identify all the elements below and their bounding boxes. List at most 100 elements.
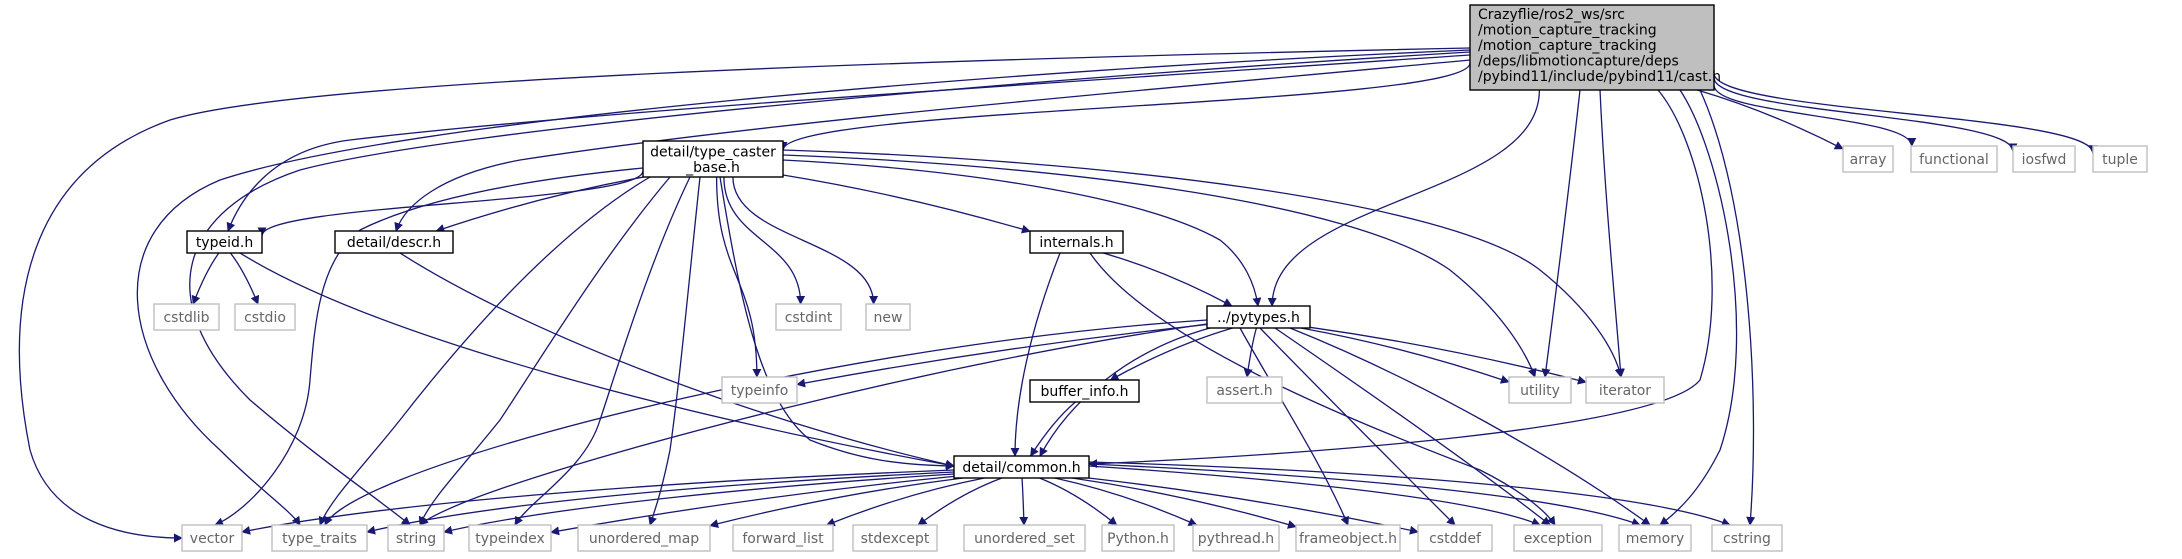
edge-type_caster_base-to-unordered_map [648,176,701,526]
edge-descr-to-common [399,252,955,469]
edge-cast-to-type_traits [136,49,1471,526]
edge-pytypes-to-frameobject [1239,327,1349,526]
edge-pytypes-to-memory [1289,327,1651,526]
edge-common-to-pythread [1054,477,1198,526]
node-cstdio: cstdio [234,303,296,331]
node-box [953,455,1090,479]
edge-cast-to-descr [394,59,1471,232]
node-label: ../pytypes.h [1217,310,1300,326]
node-box [1513,524,1603,552]
node-label: cstdlib [163,310,209,326]
node-cstdlib: cstdlib [153,303,220,331]
edge-common-to-unordered_map [709,477,964,528]
node-box [1508,376,1572,404]
node-internals[interactable]: internals.h [1029,230,1124,254]
node-python: Python.h [1101,524,1175,552]
node-label: cstdio [244,310,286,326]
node-label: /pybind11/include/pybind11/cast.h [1478,69,1721,85]
edge-pytypes-to-exception [1274,327,1551,526]
node-vector: vector [181,524,243,552]
node-pytypes[interactable]: ../pytypes.h [1206,305,1311,329]
node-label: /motion_capture_tracking [1478,23,1657,39]
edge-pytypes-to-type_traits [324,319,1208,526]
edge-common-to-memory [1088,463,1641,527]
edge-type_caster_base-to-string [418,176,671,526]
node-label: array [1850,152,1887,168]
node-tuple: tuple [2092,145,2148,173]
node-box [1842,145,1894,173]
node-box [963,524,1086,552]
edge-cast-to-cstring [1699,89,1756,526]
node-box [775,303,842,331]
edge-common-to-frameobject [1072,477,1297,529]
edges-layer [18,47,2098,543]
edge-cast-to-iterator [1599,89,1625,378]
node-array: array [1842,145,1894,173]
node-box [852,524,938,552]
edge-common-to-python [1039,477,1118,526]
node-label: unordered_map [589,531,699,547]
node-label: detail/type_caster [650,144,776,160]
node-utility: utility [1508,376,1572,404]
node-frameobject: frameobject.h [1295,524,1401,552]
node-box [387,524,445,552]
node-box [1618,524,1692,552]
node-descr[interactable]: detail/descr.h [334,230,454,254]
node-typeinfo: typeinfo [721,376,798,404]
edge-type_caster_base-to-new [732,176,879,305]
node-typeid[interactable]: typeid.h [186,230,263,254]
edge-type_caster_base-to-type_traits [318,176,651,526]
node-label: typeindex [475,531,545,547]
node-box [1101,524,1175,552]
node-box [1206,376,1283,404]
edge-pytypes-to-buffer_info [1109,327,1233,381]
node-buffer-info[interactable]: buffer_info.h [1029,379,1140,403]
edge-buffer_info-to-common [1030,401,1076,457]
edge-type_caster_base-to-pytypes [782,159,1262,307]
edge-type_caster_base-to-typeindex [514,176,691,526]
edge-common-to-cstddef [1088,477,1419,535]
node-functional: functional [1910,145,1998,173]
node-box [1417,524,1493,552]
node-label: iosfwd [2022,152,2067,168]
node-box [1192,524,1280,552]
edge-internals-to-exception [1089,252,1556,526]
edge-type_caster_base-to-utility [782,154,1537,378]
node-box [721,376,798,404]
edge-cast-to-common [1088,89,1713,469]
edge-cast-to-utility [1541,89,1581,378]
edge-common-to-cstring [1088,461,1731,527]
node-box [1469,4,1715,91]
node-label: functional [1919,152,1989,168]
node-string: string [387,524,445,552]
node-label: detail/descr.h [347,235,441,251]
node-label: string [396,531,436,547]
node-common[interactable]: detail/common.h [953,455,1090,479]
node-typeindex: typeindex [468,524,552,552]
edge-common-to-forward_list [825,477,985,527]
node-exception: exception [1513,524,1603,552]
edge-common-to-stdexcept [917,477,1003,526]
node-label: /deps/libmotioncapture/deps [1478,54,1679,70]
node-label: cstddef [1429,531,1482,547]
node-box [153,303,220,331]
edge-type_caster_base-to-descr [435,176,644,233]
node-label: tuple [2102,152,2138,168]
edge-type_caster_base-to-typeid [257,170,644,237]
node-unordered-map: unordered_map [577,524,711,552]
edge-pytypes-to-assert [1243,327,1258,378]
edge-cast-to-tuple [1713,73,2098,155]
node-label: _base.h [685,160,740,176]
edge-cast-to-array [1697,89,1844,150]
node-type-caster-base[interactable]: detail/type_caster_base.h [642,140,784,178]
node-label: assert.h [1216,383,1272,399]
edge-cast-to-pytypes [1267,89,1541,307]
edge-pytypes-to-iterator [1309,326,1587,385]
node-box [1295,524,1401,552]
edge-typeid-to-common [239,252,955,469]
node-type-traits: type_traits [271,524,368,552]
node-memory: memory [1618,524,1692,552]
node-label: typeid.h [196,235,253,251]
node-label: cstdint [785,310,833,326]
